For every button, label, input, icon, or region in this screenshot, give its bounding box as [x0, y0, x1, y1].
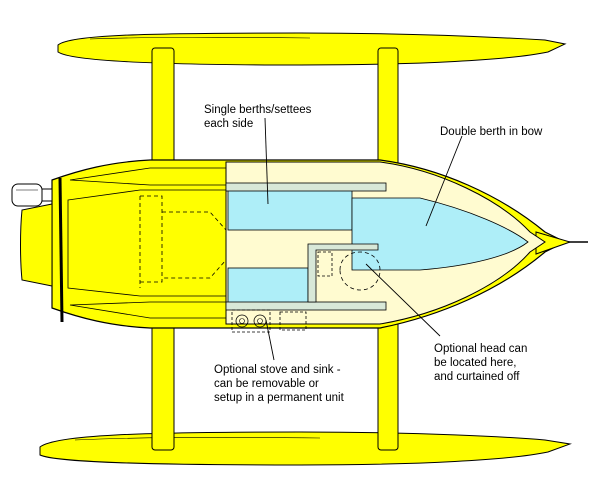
stove-label-line-3: setup in a permanent unit: [214, 392, 344, 404]
cockpit-dashed-outline: [139, 195, 163, 288]
cockpit-well: [67, 189, 227, 297]
double-berth: [351, 197, 529, 271]
double-berth-callout-line: [425, 135, 463, 227]
double-berth-label: Double berth in bow: [440, 125, 542, 139]
rudder-bar: [58, 177, 64, 323]
stove-label-line-1: Optional stove and sink -: [214, 364, 341, 376]
head-label: Optional head can be located here, and c…: [434, 342, 527, 384]
shelf-top: [225, 182, 387, 192]
bottom-float: [39, 431, 572, 466]
outboard-motor: [11, 183, 53, 207]
sink-dashed: [279, 311, 307, 331]
settees-callout-line: [264, 117, 269, 205]
bottom-float-inner-line: [74, 437, 321, 441]
forward-bottom-beam: [377, 313, 399, 451]
head-callout-line: [365, 263, 441, 337]
head-bulkhead: [307, 243, 379, 303]
stove-label: Optional stove and sink - can be removab…: [214, 363, 344, 405]
head-label-line-2: be located here,: [434, 357, 517, 369]
settees-label: Single berths/settees each side: [204, 103, 311, 131]
head-label-line-3: and curtained off: [434, 371, 520, 383]
top-float-inner-line: [89, 37, 311, 40]
head-label-line-1: Optional head can: [434, 343, 528, 355]
stove-label-line-2: can be removable or: [214, 378, 319, 390]
double-berth-label-line-1: Double berth in bow: [440, 126, 543, 138]
optional-head-tank: [317, 251, 333, 277]
stern-transom: [20, 203, 53, 287]
stove-callout-line: [265, 319, 275, 361]
settee-top: [227, 189, 353, 231]
shelf-bottom: [225, 301, 387, 311]
settees-label-line-2: each side: [204, 118, 254, 130]
settees-label-line-1: Single berths/settees: [204, 104, 312, 116]
aft-bottom-beam: [151, 313, 175, 451]
optional-head-dashed: [339, 251, 381, 291]
